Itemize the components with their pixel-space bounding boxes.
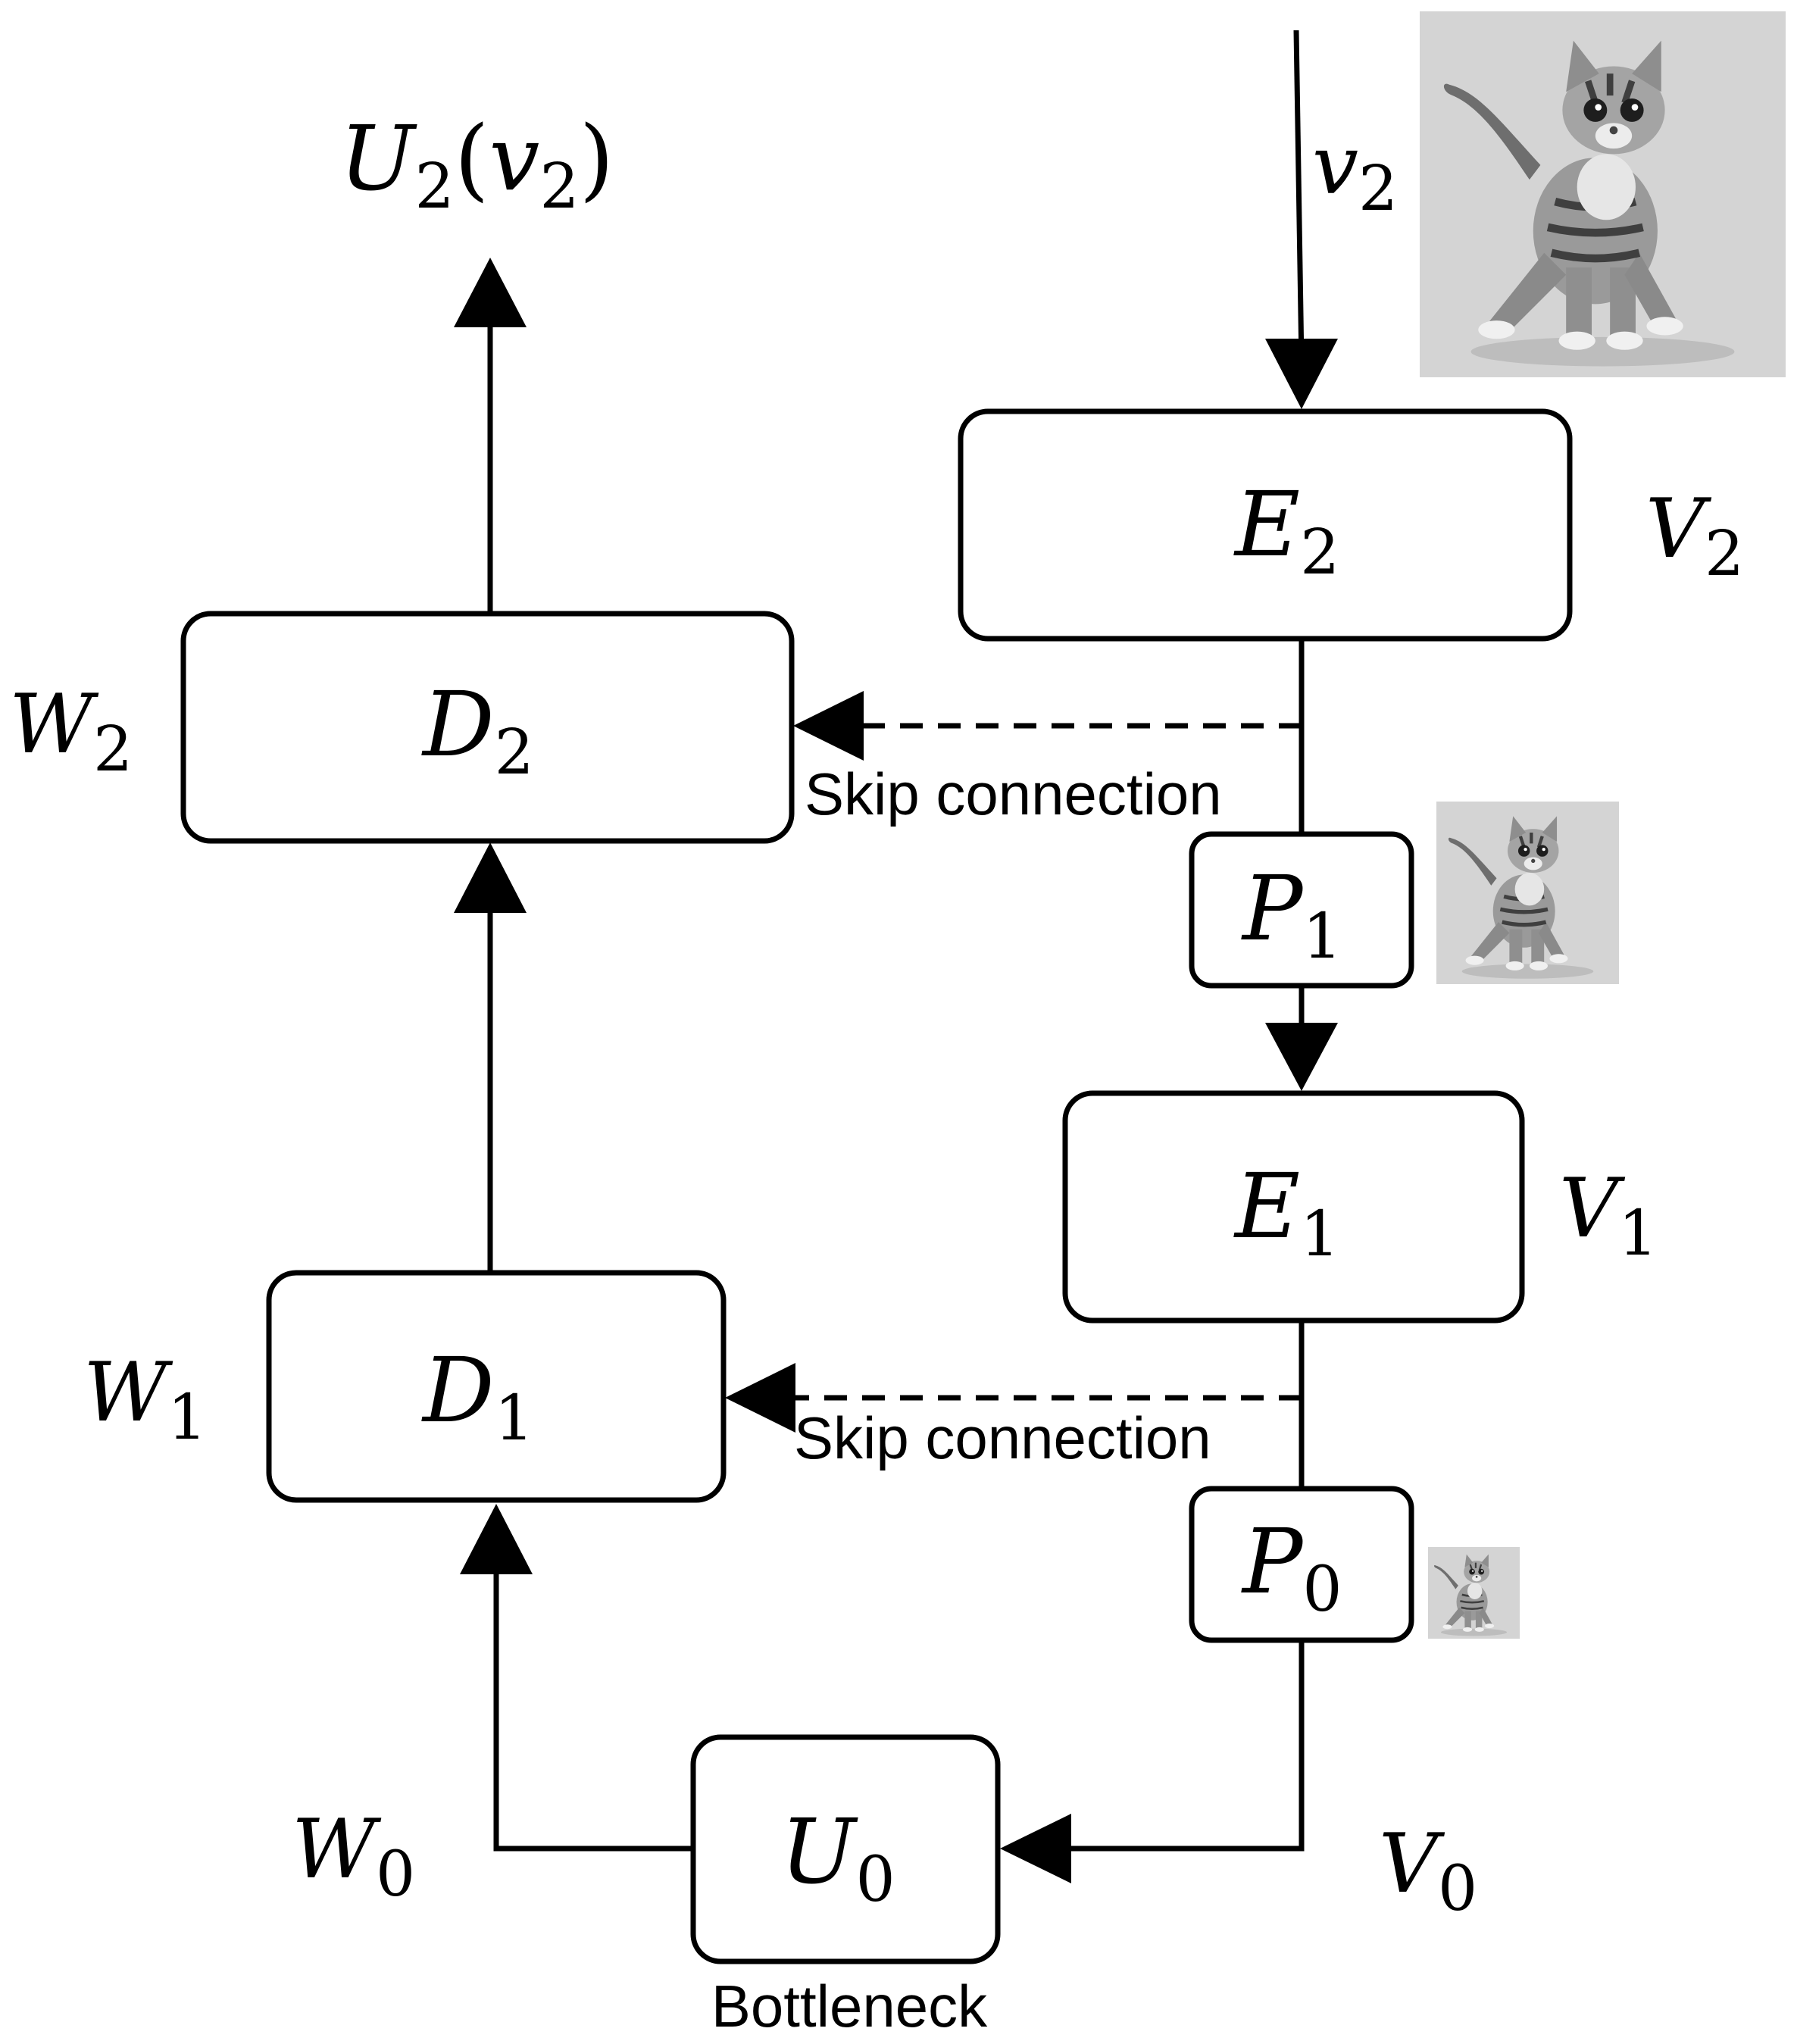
encoder-block-e2: E2 xyxy=(958,408,1573,642)
svg-text:v2: v2 xyxy=(1312,118,1398,225)
skip-connection-lower xyxy=(725,1363,1302,1433)
side-label-v1: V1 xyxy=(1559,1161,1658,1270)
svg-text:V0: V0 xyxy=(1379,1817,1477,1925)
svg-text:U0: U0 xyxy=(780,1799,895,1916)
d1-to-d2-arrow xyxy=(454,842,527,1273)
encoder-block-e1: E1 xyxy=(1062,1090,1525,1324)
side-label-w0: W0 xyxy=(292,1802,415,1911)
side-label-v2: V2 xyxy=(1645,482,1744,590)
svg-text:D1: D1 xyxy=(421,1338,534,1455)
svg-text:W1: W1 xyxy=(83,1345,207,1454)
side-label-w1: W1 xyxy=(83,1345,207,1454)
output-arrow xyxy=(454,258,527,614)
svg-text:P0: P0 xyxy=(1241,1509,1342,1626)
side-label-w2: W2 xyxy=(9,677,133,786)
svg-text:W0: W0 xyxy=(292,1802,415,1911)
svg-text:P1: P1 xyxy=(1241,856,1342,973)
output-label: U2(v2) xyxy=(339,106,614,223)
skip-connection-label-lower: Skip connection xyxy=(794,1405,1211,1471)
kitten-photo-medium xyxy=(1436,802,1619,984)
svg-text:W2: W2 xyxy=(9,677,133,786)
side-label-v0: V0 xyxy=(1379,1817,1477,1925)
pool-block-p0: P0 xyxy=(1189,1486,1414,1643)
p1-to-e1-arrow xyxy=(1265,986,1338,1091)
decoder-block-d2: D2 xyxy=(180,611,795,844)
svg-text:U2(v2): U2(v2) xyxy=(339,106,614,223)
svg-text:E1: E1 xyxy=(1233,1154,1339,1270)
input-arrow xyxy=(1265,30,1338,409)
svg-text:V2: V2 xyxy=(1645,482,1744,590)
p0-to-bottleneck-arrow xyxy=(1000,1640,1305,1883)
decoder-block-d1: D1 xyxy=(266,1270,727,1503)
bottleneck-to-d1-arrow xyxy=(460,1504,693,1852)
bottleneck-block-u0: U0 xyxy=(690,1734,1001,1964)
skip-connection-label-upper: Skip connection xyxy=(805,761,1222,827)
kitten-photo-large xyxy=(1420,11,1786,377)
svg-text:E2: E2 xyxy=(1233,472,1339,589)
svg-text:D2: D2 xyxy=(421,672,534,789)
kitten-photo-small xyxy=(1428,1547,1520,1639)
input-label-v2: v2 xyxy=(1312,118,1398,225)
skip-connection-upper xyxy=(793,691,1302,761)
svg-text:V1: V1 xyxy=(1559,1161,1658,1270)
bottleneck-label: Bottleneck xyxy=(711,1973,988,2039)
pool-block-p1: P1 xyxy=(1189,831,1414,989)
